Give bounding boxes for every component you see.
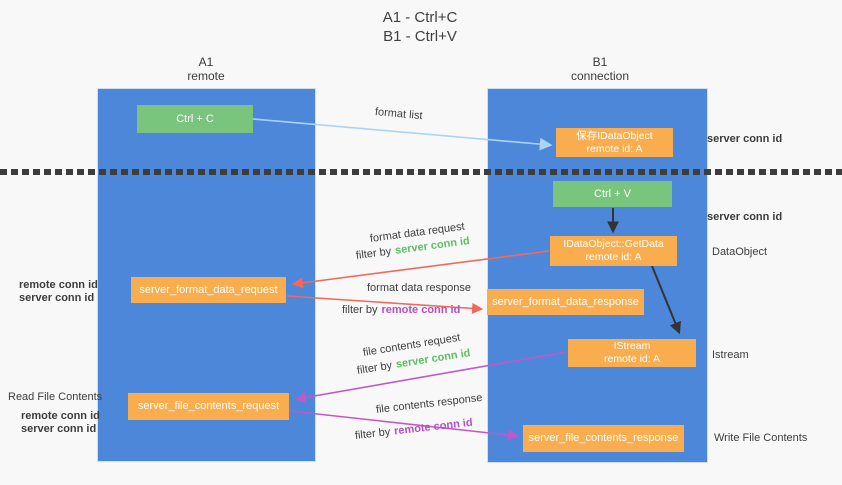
node-file-request-label: server_file_contents_request: [137, 400, 280, 412]
remote-conn-id-text: remote conn id: [393, 416, 474, 438]
filter-by-text: filter by: [354, 426, 391, 442]
node-istream: IStream remote id: A: [568, 339, 696, 367]
label-format-list: format list: [374, 106, 424, 123]
filter-by-text: filter by: [355, 245, 392, 262]
label-file-contents-response: file contents response: [375, 391, 484, 416]
node-ctrl-c: Ctrl + C: [137, 105, 253, 133]
node-ctrl-v-label: Ctrl + V: [594, 187, 631, 200]
node-ctrl-c-label: Ctrl + C: [176, 112, 214, 125]
lane-b1-name: B1: [592, 55, 608, 69]
node-server-file-contents-response: server_file_contents_response: [523, 425, 684, 452]
lane-header-a1: A1 remote: [146, 55, 266, 83]
node-save-idataobject-line1: 保存IDataObject: [576, 129, 653, 142]
title-line-b1: B1 - Ctrl+V: [383, 28, 457, 45]
node-save-idataobject-line2: remote id: A: [586, 142, 643, 155]
annotation-remote-conn-id-2: remote conn id: [21, 410, 100, 422]
node-server-format-data-response: server_format_data_response: [487, 289, 644, 315]
annotation-remote-conn-id-1: remote conn id: [19, 279, 98, 291]
lane-b1-role: connection: [570, 69, 630, 83]
diagram-title: A1 - Ctrl+C B1 - Ctrl+V: [300, 8, 540, 46]
annotation-read-file-contents: Read File Contents: [8, 391, 103, 403]
node-getdata-line2: remote id: A: [585, 251, 642, 263]
label-format-data-response: format data response: [367, 282, 471, 294]
node-getdata-line1: IDataObject::GetData: [563, 238, 664, 250]
node-server-file-contents-request: server_file_contents_request: [128, 393, 289, 420]
node-format-response-label: server_format_data_response: [492, 295, 639, 308]
annotation-server-conn-id-2: server conn id: [21, 423, 97, 435]
filter-by-text: filter by: [356, 359, 393, 377]
annotation-server-conn-id-top: server conn id: [707, 133, 783, 145]
annotation-server-conn-id-mid: server conn id: [707, 211, 783, 223]
annotation-server-conn-id-1: server conn id: [19, 292, 95, 304]
node-save-idataobject: 保存IDataObject remote id: A: [556, 128, 673, 157]
lane-a1-role: remote: [187, 69, 225, 83]
machine-boundary-dotted-line: [0, 169, 842, 175]
title-line-a1: A1 - Ctrl+C: [382, 9, 458, 26]
annotation-write-file-contents: Write File Contents: [714, 432, 808, 444]
lane-a1-name: A1: [198, 55, 214, 69]
node-server-format-data-request: server_format_data_request: [131, 277, 286, 303]
lane-header-b1: B1 connection: [540, 55, 660, 83]
filter-by-text: filter by: [342, 304, 378, 316]
node-ctrl-v: Ctrl + V: [553, 181, 672, 207]
node-idataobject-getdata: IDataObject::GetData remote id: A: [550, 236, 677, 266]
annotation-dataobject: DataObject: [712, 246, 768, 258]
node-format-request-label: server_format_data_request: [139, 283, 278, 296]
node-file-response-label: server_file_contents_response: [528, 432, 679, 444]
remote-conn-id-text: remote conn id: [381, 304, 461, 316]
node-istream-line1: IStream: [613, 340, 651, 352]
node-istream-line2: remote id: A: [603, 353, 661, 365]
annotation-istream: Istream: [712, 349, 749, 361]
